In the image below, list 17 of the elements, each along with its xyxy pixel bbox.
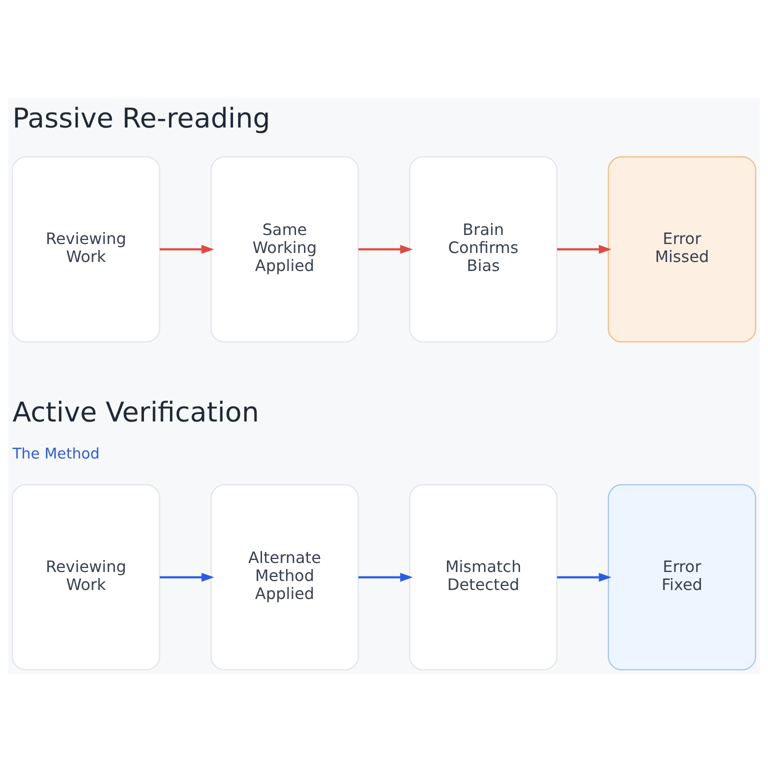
label: The Method bbox=[12, 445, 100, 462]
node-box: Mismatch Detected bbox=[409, 484, 558, 670]
label: Passive Re-reading bbox=[12, 103, 270, 134]
node-box: Brain Confirms Bias bbox=[409, 156, 558, 342]
arrow bbox=[557, 572, 612, 582]
arrow bbox=[358, 572, 413, 582]
arrow bbox=[160, 572, 214, 582]
node-box: Error Fixed bbox=[608, 484, 756, 670]
arrow bbox=[557, 244, 612, 254]
node-box: Reviewing Work bbox=[12, 484, 160, 670]
node-box: Error Missed bbox=[608, 156, 756, 342]
arrow bbox=[358, 244, 413, 254]
node-box: Same Working Applied bbox=[210, 156, 359, 342]
arrow bbox=[160, 244, 214, 254]
label: Active Verification bbox=[12, 397, 260, 428]
node-box: Reviewing Work bbox=[12, 156, 160, 342]
node-box: Alternate Method Applied bbox=[210, 484, 359, 670]
